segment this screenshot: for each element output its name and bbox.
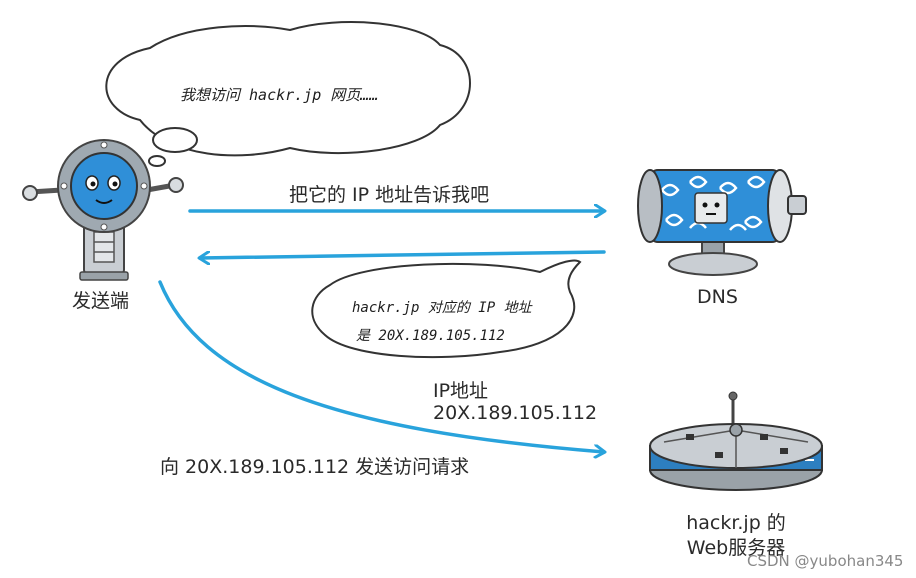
- dns-label: DNS: [697, 286, 738, 308]
- thought-bubble-text: 我想访问 hackr.jp 网页……: [180, 86, 379, 104]
- request-arrow-label: 把它的 IP 地址告诉我吧: [289, 184, 490, 206]
- web-server-label-line1: hackr.jp 的: [686, 512, 786, 534]
- sender-label: 发送端: [72, 290, 130, 312]
- access-arrow-label: 向 20X.189.105.112 发送访问请求: [160, 456, 470, 478]
- reply-bubble-line1: hackr.jp 对应的 IP 地址: [352, 300, 532, 316]
- reply-bubble-line2: 是 20X.189.105.112: [356, 328, 505, 344]
- web-server-label-line2: Web服务器: [686, 537, 786, 559]
- response-arrow: [200, 250, 606, 258]
- sender-robot-icon: [22, 139, 184, 281]
- thought-bubble: [105, 21, 471, 167]
- access-request-arrow: [158, 280, 604, 452]
- ip-address-value: 20X.189.105.112: [433, 402, 598, 424]
- dns-server-icon: [637, 169, 807, 276]
- ip-address-heading: IP地址: [433, 380, 489, 402]
- reply-bubble: [311, 259, 582, 359]
- watermark: CSDN @yubohan345: [747, 552, 904, 570]
- web-server-icon: [649, 391, 823, 491]
